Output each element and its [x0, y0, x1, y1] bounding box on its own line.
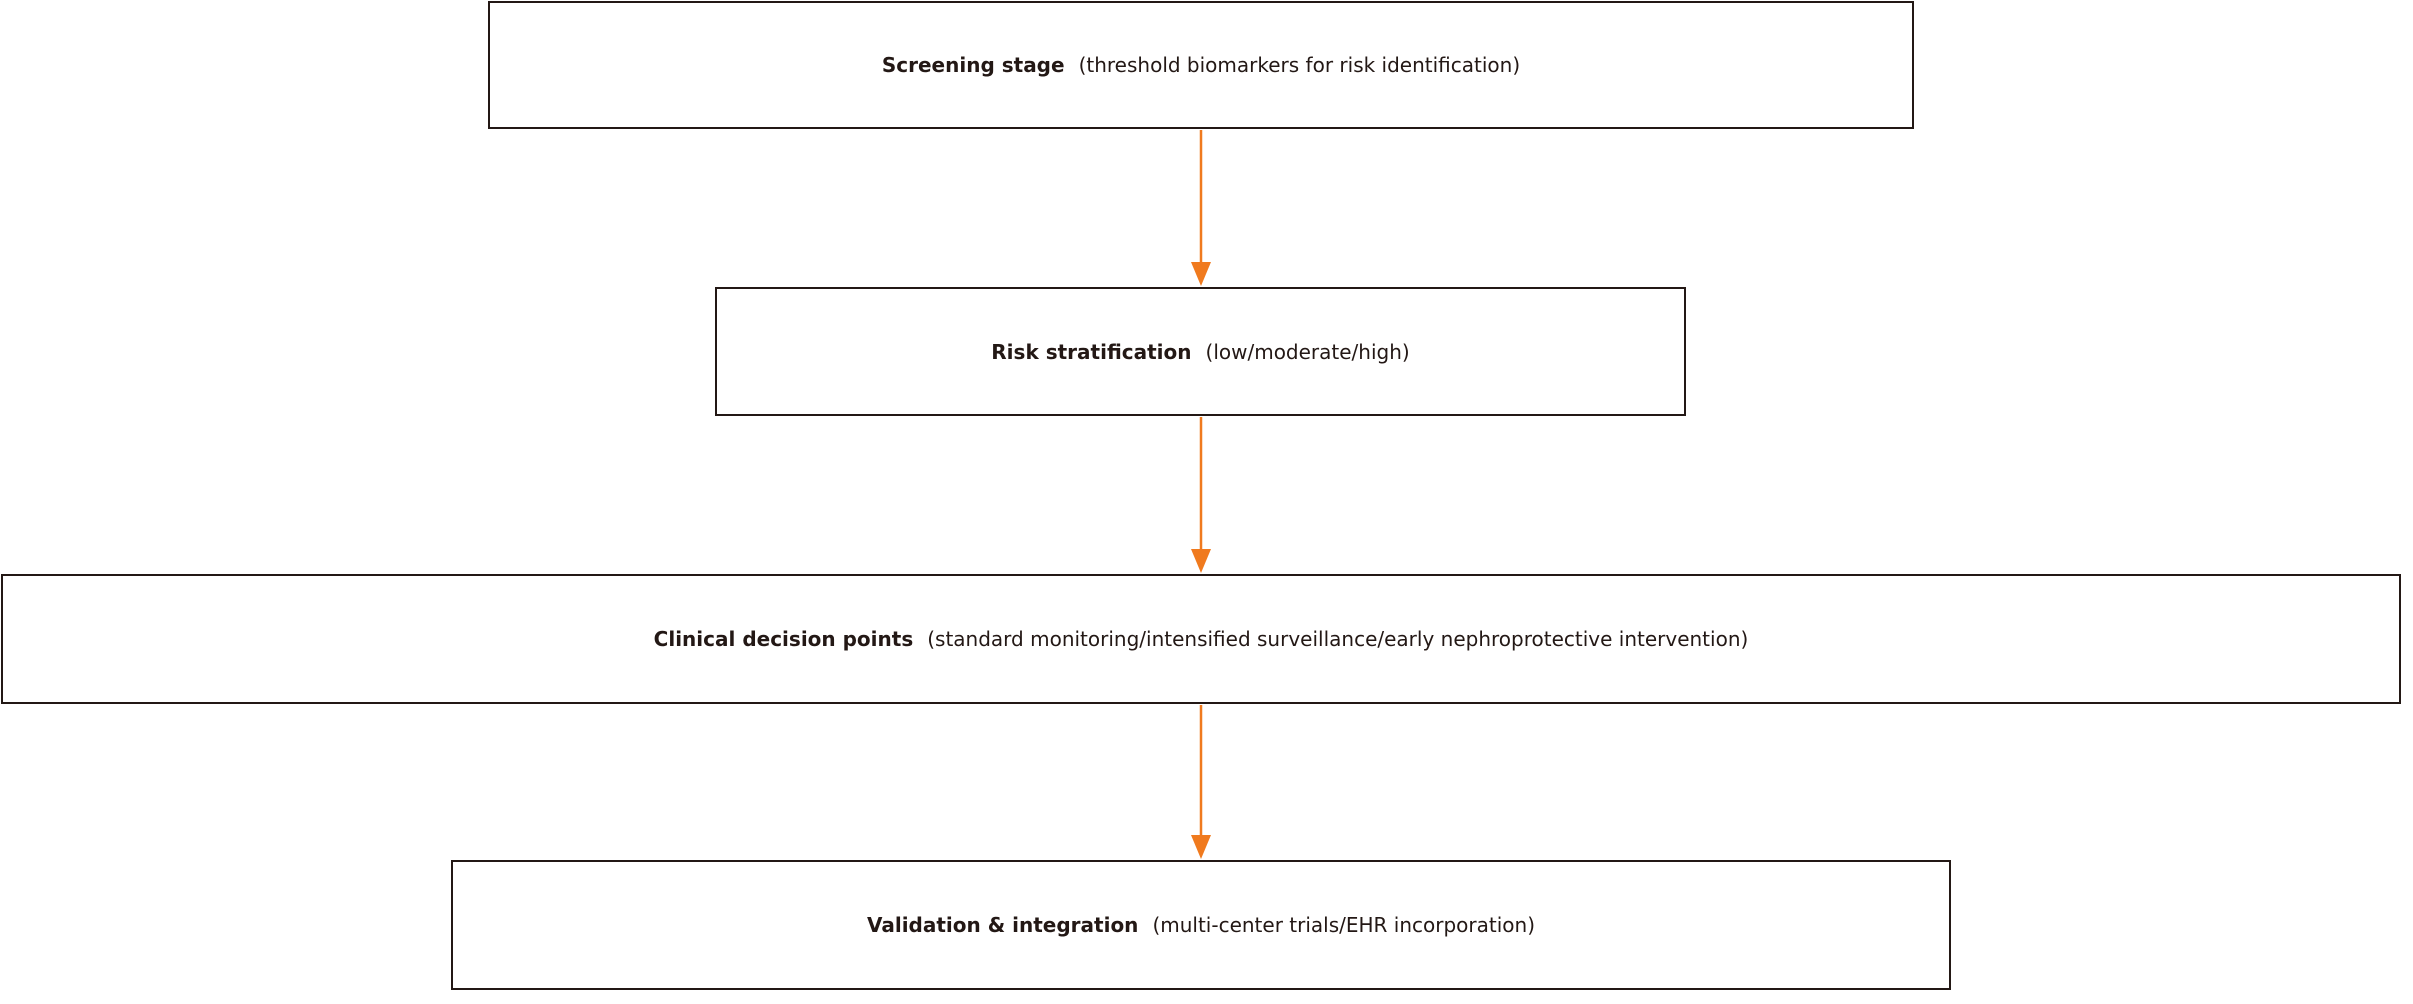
stage-detail: (threshold biomarkers for risk identific…	[1078, 53, 1521, 77]
stage-detail: (multi-center trials/EHR incorporation)	[1152, 913, 1536, 937]
stage-detail: (standard monitoring/intensified surveil…	[927, 627, 1749, 651]
stage-box-validation: Validation & integration (multi-center t…	[451, 860, 1951, 990]
stage-detail: (low/moderate/high)	[1205, 339, 1410, 364]
arrow-clinical-to-validation	[1191, 705, 1211, 859]
stage-title: Screening stage	[881, 53, 1065, 77]
arrow-risk-to-clinical	[1191, 417, 1211, 573]
arrow-screening-to-risk	[1191, 130, 1211, 286]
stage-title: Clinical decision points	[653, 627, 914, 651]
stage-title: Validation & integration	[866, 913, 1139, 937]
stage-title: Risk stratification	[991, 339, 1192, 364]
stage-box-clinical-decision: Clinical decision points (standard monit…	[1, 574, 2401, 704]
stage-box-risk-stratification: Risk stratification (low/moderate/high)	[715, 287, 1686, 416]
stage-box-screening: Screening stage (threshold biomarkers fo…	[488, 1, 1914, 129]
